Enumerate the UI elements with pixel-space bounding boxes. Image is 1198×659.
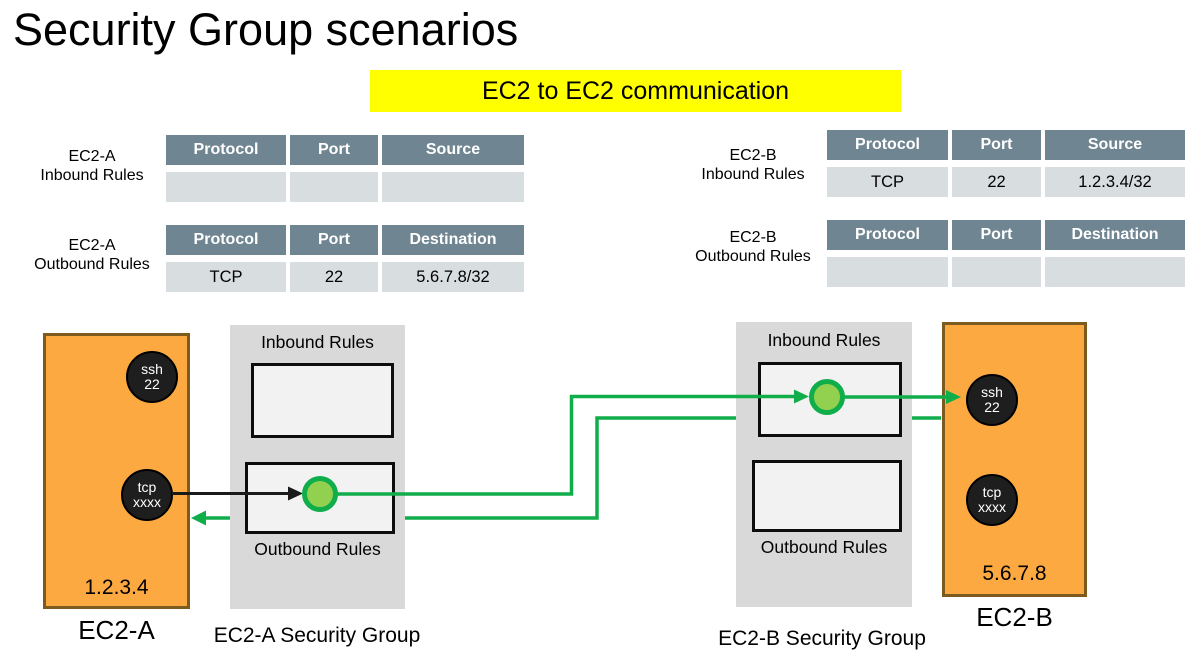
ec2b-tcp-port-icon: tcp xxxx — [966, 474, 1018, 526]
ec2b-ip-address: 5.6.7.8 — [982, 562, 1047, 585]
ec2a-ssh-port-icon: ssh 22 — [126, 351, 178, 403]
table-cell — [952, 257, 1041, 287]
label-line: EC2-B — [729, 229, 777, 246]
ec2b-sg-inbound-rule-box — [758, 362, 902, 437]
outbound-rules-label: Outbound Rules — [760, 537, 888, 557]
page-title: Security Group scenarios — [13, 4, 519, 55]
ec2b-inbound-table: Protocol Port Source TCP 22 1.2.3.4/32 — [827, 130, 1185, 197]
port-label: ssh — [981, 384, 1003, 400]
ec2b-inbound-table-label: EC2-B Inbound Rules — [679, 146, 827, 184]
column-header: Source — [382, 135, 524, 165]
ec2b-security-group-caption: EC2-B Security Group — [718, 627, 926, 650]
column-header: Protocol — [827, 220, 948, 250]
column-header: Destination — [1045, 220, 1185, 250]
table-cell — [290, 172, 378, 202]
column-header: Protocol — [166, 225, 286, 255]
ec2a-security-group-caption: EC2-A Security Group — [213, 624, 421, 647]
ec2a-ip-address: 1.2.3.4 — [84, 576, 149, 599]
ec2a-sg-outbound-rule-box — [245, 462, 395, 534]
ec2b-instance-box: ssh 22 tcp xxxx 5.6.7.8 — [942, 322, 1087, 597]
ec2a-security-group-panel: Inbound Rules Outbound Rules — [230, 325, 405, 609]
label-line: Inbound Rules — [701, 166, 805, 183]
column-header: Port — [952, 130, 1041, 160]
table-cell: TCP — [827, 167, 948, 197]
table-cell: 22 — [952, 167, 1041, 197]
ec2b-security-group-panel: Inbound Rules Outbound Rules — [736, 322, 912, 607]
inbound-rules-label: Inbound Rules — [261, 332, 374, 352]
column-header: Port — [290, 135, 378, 165]
label-line: EC2-B — [729, 147, 777, 164]
ec2b-instance-label: EC2-B — [976, 602, 1053, 632]
port-label: ssh — [141, 361, 163, 377]
ec2a-outbound-table: Protocol Port Destination TCP 22 5.6.7.8… — [166, 225, 524, 292]
label-line: Outbound Rules — [34, 256, 150, 273]
label-line: Outbound Rules — [695, 248, 811, 265]
label-line: EC2-A — [68, 148, 116, 165]
port-label: tcp — [137, 479, 157, 495]
ec2a-sg-inbound-rule-box — [251, 363, 394, 438]
port-label: xxxx — [133, 494, 161, 510]
ec2a-inbound-table-label: EC2-A Inbound Rules — [18, 147, 166, 185]
ec2a-tcp-port-icon: tcp xxxx — [121, 469, 173, 521]
ec2b-ssh-port-icon: ssh 22 — [966, 374, 1018, 426]
table-cell — [166, 172, 286, 202]
port-label: 22 — [984, 399, 1000, 415]
column-header: Protocol — [827, 130, 948, 160]
ec2a-instance-box: ssh 22 tcp xxxx 1.2.3.4 — [43, 333, 190, 609]
label-line: Inbound Rules — [40, 167, 144, 184]
table-cell: TCP — [166, 262, 286, 292]
port-label: tcp — [982, 484, 1002, 500]
column-header: Port — [290, 225, 378, 255]
scenario-banner: EC2 to EC2 communication — [370, 70, 901, 112]
ec2b-sg-outbound-rule-box — [752, 460, 902, 532]
column-header: Source — [1045, 130, 1185, 160]
table-cell — [382, 172, 524, 202]
column-header: Destination — [382, 225, 524, 255]
outbound-rules-label: Outbound Rules — [254, 539, 381, 559]
table-cell — [827, 257, 948, 287]
table-cell — [1045, 257, 1185, 287]
column-header: Port — [952, 220, 1041, 250]
table-cell: 1.2.3.4/32 — [1045, 167, 1185, 197]
ec2a-outbound-table-label: EC2-A Outbound Rules — [18, 236, 166, 274]
table-cell: 22 — [290, 262, 378, 292]
table-cell: 5.6.7.8/32 — [382, 262, 524, 292]
ec2b-outbound-table-label: EC2-B Outbound Rules — [679, 228, 827, 266]
port-label: 22 — [144, 376, 160, 392]
label-line: EC2-A — [68, 237, 116, 254]
ec2b-outbound-table: Protocol Port Destination — [827, 220, 1185, 287]
column-header: Protocol — [166, 135, 286, 165]
inbound-rules-label: Inbound Rules — [767, 330, 881, 350]
ec2a-inbound-table: Protocol Port Source — [166, 135, 524, 202]
port-label: xxxx — [978, 499, 1006, 515]
ec2a-instance-label: EC2-A — [78, 615, 155, 645]
